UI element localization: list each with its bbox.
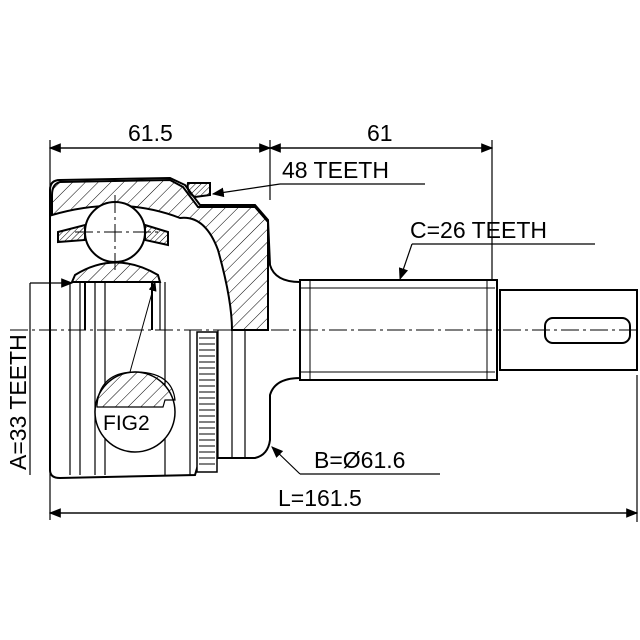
- callout-48-teeth: 48 TEETH: [282, 157, 389, 183]
- dimension-total: [48, 375, 639, 522]
- leader-b-diameter: [271, 446, 440, 475]
- leader-48-teeth: [211, 183, 425, 198]
- fig2-detail: [94, 281, 176, 453]
- dim-shaft-length: 61: [367, 120, 393, 146]
- leader-c-26-teeth: [398, 243, 595, 281]
- fig2-label: FIG2: [103, 412, 150, 435]
- outer-housing: [49, 176, 301, 480]
- callout-a-33-teeth: A=33 TEETH: [5, 334, 31, 470]
- leader-a-33-teeth: [29, 278, 74, 475]
- housing-details: [69, 281, 246, 475]
- dim-housing-length: 61.5: [128, 120, 173, 146]
- dim-total-length: L=161.5: [278, 485, 362, 511]
- abs-tone-ring: [196, 331, 218, 473]
- callout-c-26-teeth: C=26 TEETH: [410, 217, 547, 243]
- centerlines: [10, 195, 640, 331]
- callout-b-diameter: B=Ø61.6: [314, 447, 405, 473]
